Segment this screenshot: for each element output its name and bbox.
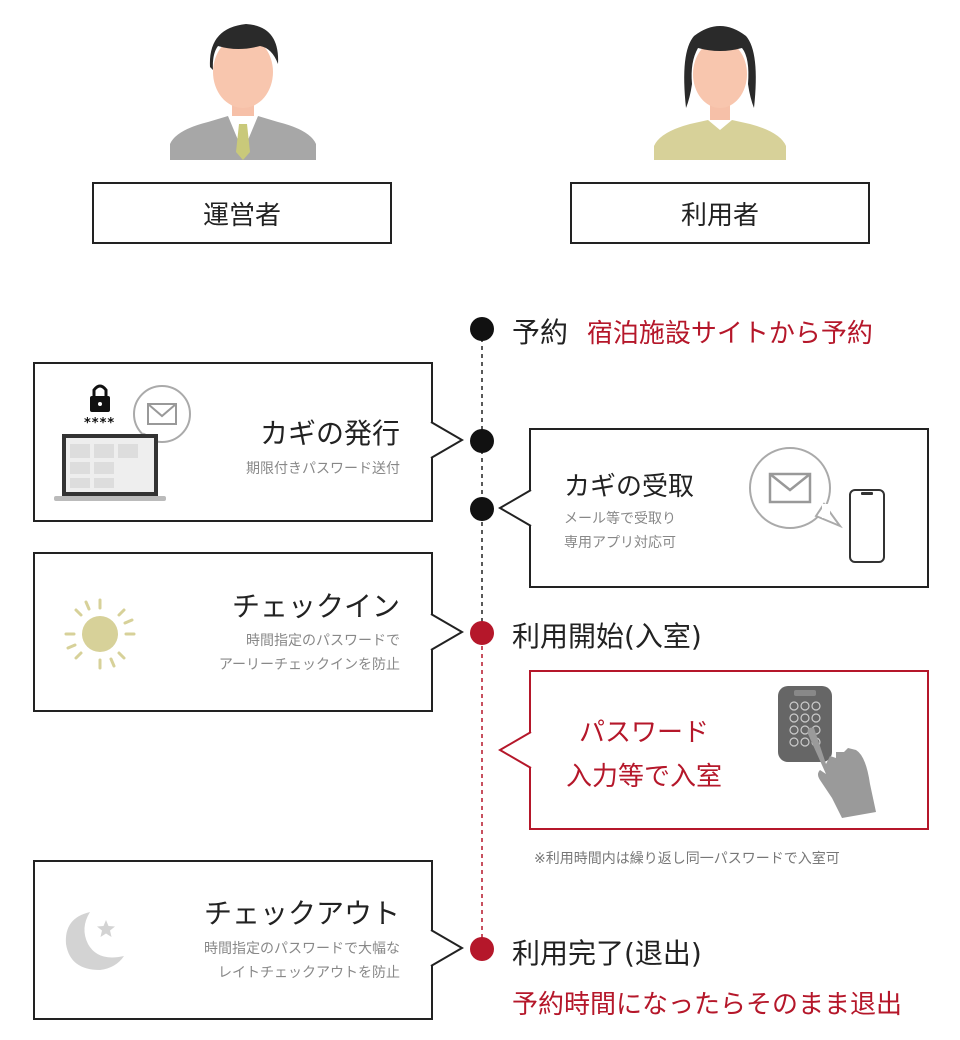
step-reserve-label: 予約 bbox=[512, 316, 569, 349]
step-start: 利用開始(入室) bbox=[512, 615, 702, 655]
sun-icon bbox=[64, 598, 136, 670]
card-entry-tail bbox=[498, 731, 532, 769]
card-key-receive-sub2: 専用アプリ対応可 bbox=[564, 535, 676, 551]
card-checkout-sub1: 時間指定のパスワードで大幅な bbox=[204, 941, 400, 957]
user-label-text: 利用者 bbox=[680, 200, 759, 231]
password-mask: **** bbox=[84, 416, 116, 431]
card-checkout-tail bbox=[430, 929, 464, 967]
card-key-issue-tail bbox=[430, 421, 464, 459]
timeline-dot-issue bbox=[470, 429, 494, 453]
timeline-dot-reserve bbox=[470, 317, 494, 341]
card-key-receive-title: カギの受取 bbox=[564, 472, 695, 502]
card-key-issue-sub: 期限付きパスワード送付 bbox=[246, 461, 400, 477]
card-key-receive-sub1: メール等で受取り bbox=[564, 511, 676, 527]
card-checkout-title: チェックアウト bbox=[203, 897, 400, 930]
card-checkin-tail bbox=[430, 613, 464, 651]
card-entry-line1: パスワード bbox=[578, 718, 709, 748]
card-entry-line2: 入力等で入室 bbox=[565, 762, 722, 792]
laptop-mail-icon bbox=[54, 384, 191, 501]
timeline-dot-end bbox=[470, 937, 494, 961]
timeline-dot-receive bbox=[470, 497, 494, 521]
card-key-issue-title: カギの発行 bbox=[259, 417, 400, 450]
reuse-password-note: ※利用時間内は繰り返し同一パスワードで入室可 bbox=[534, 851, 840, 867]
card-checkout bbox=[33, 860, 433, 1020]
operator-label-text: 運営者 bbox=[202, 200, 281, 231]
timeline-line bbox=[481, 330, 483, 950]
user-label: 利用者 bbox=[570, 182, 870, 244]
keypad-hand-icon bbox=[778, 686, 876, 818]
phone-mail-icon bbox=[749, 447, 885, 563]
card-checkin-sub2: アーリーチェックインを防止 bbox=[218, 657, 400, 673]
card-checkin-title: チェックイン bbox=[231, 590, 400, 623]
step-start-label: 利用開始(入室) bbox=[512, 620, 702, 653]
moon-icon bbox=[65, 912, 124, 970]
timeline-dot-start bbox=[470, 621, 494, 645]
operator-label: 運営者 bbox=[92, 182, 392, 244]
card-key-receive-tail bbox=[498, 489, 532, 527]
step-end-detail: 予約時間になったらそのまま退出 bbox=[512, 990, 903, 1020]
step-end-label: 利用完了(退出) bbox=[512, 937, 702, 970]
user-avatar-icon bbox=[654, 26, 786, 160]
card-checkout-sub2: レイトチェックアウトを防止 bbox=[218, 965, 400, 981]
step-reserve-detail: 宿泊施設サイトから予約 bbox=[586, 319, 873, 349]
operator-avatar-icon bbox=[170, 24, 316, 160]
step-reserve: 予約 宿泊施設サイトから予約 bbox=[512, 311, 873, 351]
card-checkin-sub1: 時間指定のパスワードで bbox=[246, 633, 400, 649]
step-end: 利用完了(退出) bbox=[512, 932, 702, 972]
